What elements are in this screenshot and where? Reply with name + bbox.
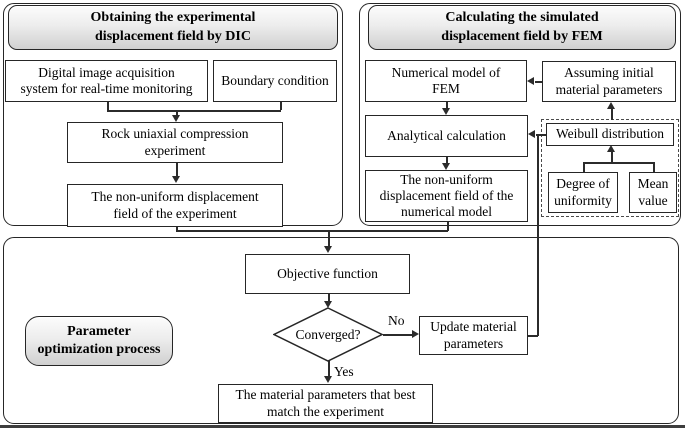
connector-to-objective (328, 230, 330, 247)
arrowhead-to-objective (324, 246, 332, 253)
node-experiment-displacement-field: The non-uniform displacement field of th… (67, 184, 283, 227)
node-boundary-condition: Boundary condition (213, 60, 337, 102)
diamond-shape (273, 307, 383, 362)
figure-bottom-rule (0, 425, 685, 428)
arrowhead-to-numfield (442, 163, 450, 170)
node-rock-uniaxial-compression: Rock uniaxial compression experiment (67, 122, 283, 163)
connector-mean-up (653, 162, 655, 173)
optimization-section-label: Parameter optimization process (25, 316, 173, 366)
converged-label: Converged? (295, 326, 361, 342)
connector-objective-to-diamond (328, 294, 330, 302)
arrowhead-to-diamond (324, 301, 332, 308)
converged-diamond: Converged? (273, 307, 383, 362)
arrowhead-to-weibull (607, 145, 615, 152)
arrowhead-to-best (324, 376, 332, 383)
node-analytical-calculation: Analytical calculation (365, 115, 528, 157)
connector-to-weibull (611, 152, 613, 162)
arrowhead-to-analytical (442, 108, 450, 115)
connector-no-branch (383, 334, 413, 336)
connector-update-to-feedback (528, 335, 538, 337)
connector-digital-down (107, 101, 109, 110)
connector-fields-horizontal (176, 230, 448, 232)
node-objective-function: Objective function (245, 254, 410, 294)
connector-expfield-down (176, 227, 178, 231)
node-numerical-model-fem: Numerical model of FEM (365, 60, 527, 102)
node-digital-image-acquisition: Digital image acquisition system for rea… (5, 60, 208, 102)
node-mean-value: Mean value (629, 172, 677, 213)
dic-section-header: Obtaining the experimental displacement … (8, 5, 338, 50)
node-weibull-distribution: Weibull distribution (546, 123, 674, 146)
connector-numfield-down (447, 222, 449, 231)
connector-feedback-vertical (537, 134, 539, 336)
connector-weibullgroup-to-assuming (611, 109, 613, 120)
connector-rock-to-expfield (176, 163, 178, 177)
connector-assuming-to-numerical (535, 81, 543, 83)
node-numerical-displacement-field: The non-uniform displacement field of th… (365, 170, 528, 222)
connector-weibull-to-analytical (536, 134, 546, 136)
node-best-match-parameters: The material parameters that best match … (218, 384, 433, 423)
connector-boundary-down (280, 101, 282, 110)
node-assuming-initial-parameters: Assuming initial material parameters (542, 61, 676, 102)
node-update-material-parameters: Update material parameters (419, 316, 528, 355)
connector-analytical-to-numfield (446, 157, 448, 164)
yes-branch-label: Yes (334, 364, 354, 379)
node-degree-of-uniformity: Degree of uniformity (548, 172, 618, 213)
no-branch-label: No (388, 313, 405, 328)
connector-numerical-to-analytical (446, 102, 448, 109)
fem-section-header: Calculating the simulated displacement f… (368, 5, 676, 50)
weibull-group-dashed-box (541, 119, 679, 217)
connector-degree-up (583, 162, 585, 173)
arrowhead-weibull-to-analytical (528, 130, 535, 138)
arrowhead-to-expfield (172, 176, 180, 183)
arrowhead-to-rock (172, 115, 180, 122)
arrowhead-to-numerical (527, 77, 534, 85)
connector-merge-horizontal (107, 110, 281, 112)
connector-yes-branch (328, 361, 330, 377)
connector-to-rock (176, 110, 178, 116)
connector-params-horizontal (583, 162, 654, 164)
arrowhead-to-update (412, 330, 419, 338)
arrowhead-to-assuming (607, 102, 615, 109)
